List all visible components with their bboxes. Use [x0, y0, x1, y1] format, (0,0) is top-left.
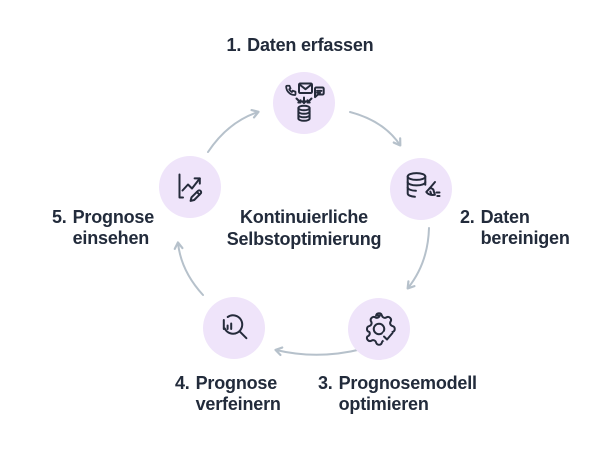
step-2-text-line1: Daten: [480, 207, 530, 227]
center-label-line2: Selbstoptimierung: [226, 229, 382, 249]
step-4-circle: [203, 297, 265, 359]
arrow-step4-to-step5: [173, 241, 204, 296]
step-5-label: 5. Prognose einsehen: [52, 207, 154, 249]
step-2-text-line2: bereinigen: [480, 228, 570, 248]
center-label-line1: Kontinuierliche: [239, 207, 368, 227]
step-3-text-line1: Prognosemodell: [338, 373, 477, 393]
step-1-circle: [273, 72, 335, 134]
step-3-label: 3. Prognosemodell optimieren: [318, 373, 477, 415]
step-5-text-line1: Prognose: [72, 207, 155, 227]
step-1-text-line1: Daten erfassen: [247, 35, 374, 55]
magnifier-bar-chart-icon: [222, 314, 248, 340]
trend-chart-pencil-icon: [178, 173, 203, 202]
step-2-number: 2.: [460, 207, 475, 227]
gear-checkmark-icon: [365, 312, 396, 346]
step-5-number: 5.: [52, 207, 67, 227]
step-2-circle: [390, 158, 452, 220]
database-broom-icon: [406, 172, 441, 198]
center-label: Kontinuierliche Selbstoptimierung: [154, 206, 454, 250]
step-5-text-line2: einsehen: [72, 228, 150, 248]
step-4-text-line1: Prognose: [195, 373, 278, 393]
data-sources-to-database-icon: [285, 82, 325, 122]
step-1-number: 1.: [226, 35, 242, 55]
step-2-label: 2. Daten bereinigen: [460, 207, 570, 249]
step-3-number: 3.: [318, 373, 333, 393]
step-4-text-line2: verfeinern: [195, 394, 281, 414]
step-3-text-line2: optimieren: [338, 394, 429, 414]
arrow-step5-to-step1: [207, 108, 260, 153]
step-4-number: 4.: [175, 373, 190, 393]
step-4-label: 4. Prognose verfeinern: [175, 373, 281, 415]
arrow-step1-to-step2: [349, 111, 402, 147]
arrow-step3-to-step4: [274, 346, 363, 357]
arrow-step2-to-step3: [406, 227, 430, 290]
step-5-circle: [159, 156, 221, 218]
step-3-circle: [348, 298, 410, 360]
step-1-label: 1. Daten erfassen: [150, 35, 450, 56]
